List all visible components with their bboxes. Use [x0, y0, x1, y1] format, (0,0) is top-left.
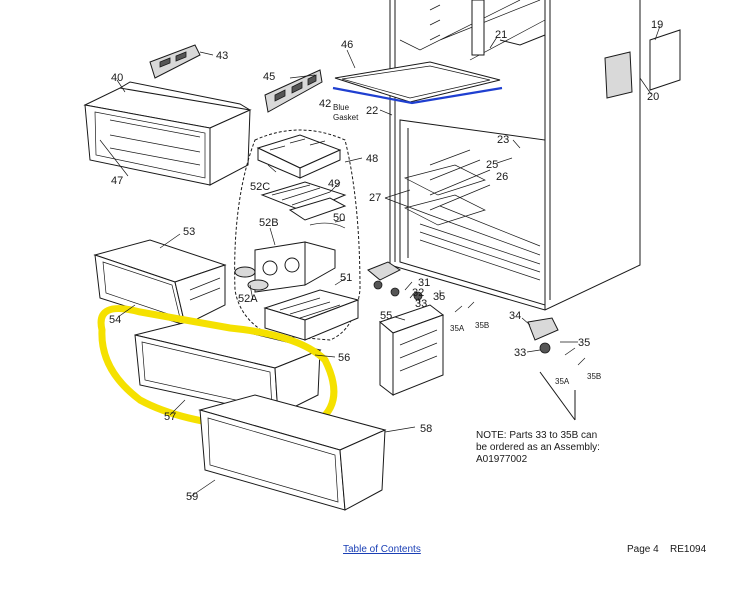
label-25: 25 — [486, 159, 498, 171]
label-35A-b: 35A — [555, 377, 570, 386]
label-59: 59 — [186, 491, 198, 503]
label-53: 53 — [183, 226, 195, 238]
label-47: 47 — [111, 175, 123, 187]
label-40: 40 — [111, 72, 123, 84]
label-32: 32 — [412, 287, 424, 299]
part-45-bracket — [264, 69, 323, 113]
part-55-dispenser — [379, 304, 445, 397]
label-21: 21 — [495, 29, 507, 41]
label-22: 22 — [366, 105, 378, 117]
label-54: 54 — [109, 314, 121, 326]
label-58: 58 — [420, 423, 432, 435]
blue-gasket — [332, 86, 503, 105]
hinge-hardware — [367, 261, 475, 313]
label-43: 43 — [216, 50, 228, 62]
part-58-crisper-drawer — [198, 394, 387, 511]
label-52B: 52B — [259, 217, 279, 229]
label-45: 45 — [263, 71, 275, 83]
label-gasket-line1: Blue — [333, 103, 350, 112]
label-27: 27 — [369, 192, 381, 204]
part-labels: 19 20 21 22 23 25 26 27 31 32 33 35 35A … — [109, 19, 663, 503]
label-35a: 35 — [433, 291, 445, 303]
part-27-shelf — [404, 164, 486, 226]
label-42: 42 — [319, 98, 331, 110]
label-35B-b: 35B — [587, 372, 601, 381]
label-19: 19 — [651, 19, 663, 31]
document-id: RE1094 — [670, 544, 707, 555]
label-31: 31 — [418, 277, 430, 289]
part-34-hinge-assembly — [527, 317, 586, 421]
refrigerator-cabinet — [389, 0, 681, 311]
page-number: Page 4 — [627, 544, 659, 555]
label-46: 46 — [341, 39, 353, 51]
label-35b: 35 — [578, 337, 590, 349]
label-34: 34 — [509, 310, 521, 322]
label-52C: 52C — [250, 181, 270, 193]
label-26: 26 — [496, 171, 508, 183]
label-33a: 33 — [415, 298, 427, 310]
assembly-note: NOTE: Parts 33 to 35B can be ordered as … — [476, 430, 600, 465]
label-gasket-line2: Gasket — [333, 113, 359, 122]
label-56: 56 — [338, 352, 350, 364]
label-49: 49 — [328, 178, 340, 190]
label-50: 50 — [333, 212, 345, 224]
label-52A: 52A — [238, 293, 258, 305]
label-35A-a: 35A — [450, 324, 465, 333]
label-55: 55 — [380, 310, 392, 322]
part-43-bracket — [149, 44, 201, 79]
part-56-drawer — [134, 319, 322, 416]
label-51: 51 — [340, 272, 352, 284]
label-20: 20 — [647, 91, 659, 103]
label-23: 23 — [497, 134, 509, 146]
glass-shelf — [332, 61, 503, 105]
label-57: 57 — [164, 411, 176, 423]
table-of-contents-link[interactable]: Table of Contents — [343, 544, 421, 555]
part-40-door-bin — [83, 81, 252, 186]
label-48: 48 — [366, 153, 378, 165]
ice-maker-assembly — [234, 134, 360, 341]
leader-lines — [99, 25, 661, 498]
label-33b: 33 — [514, 347, 526, 359]
label-35B-a: 35B — [475, 321, 489, 330]
